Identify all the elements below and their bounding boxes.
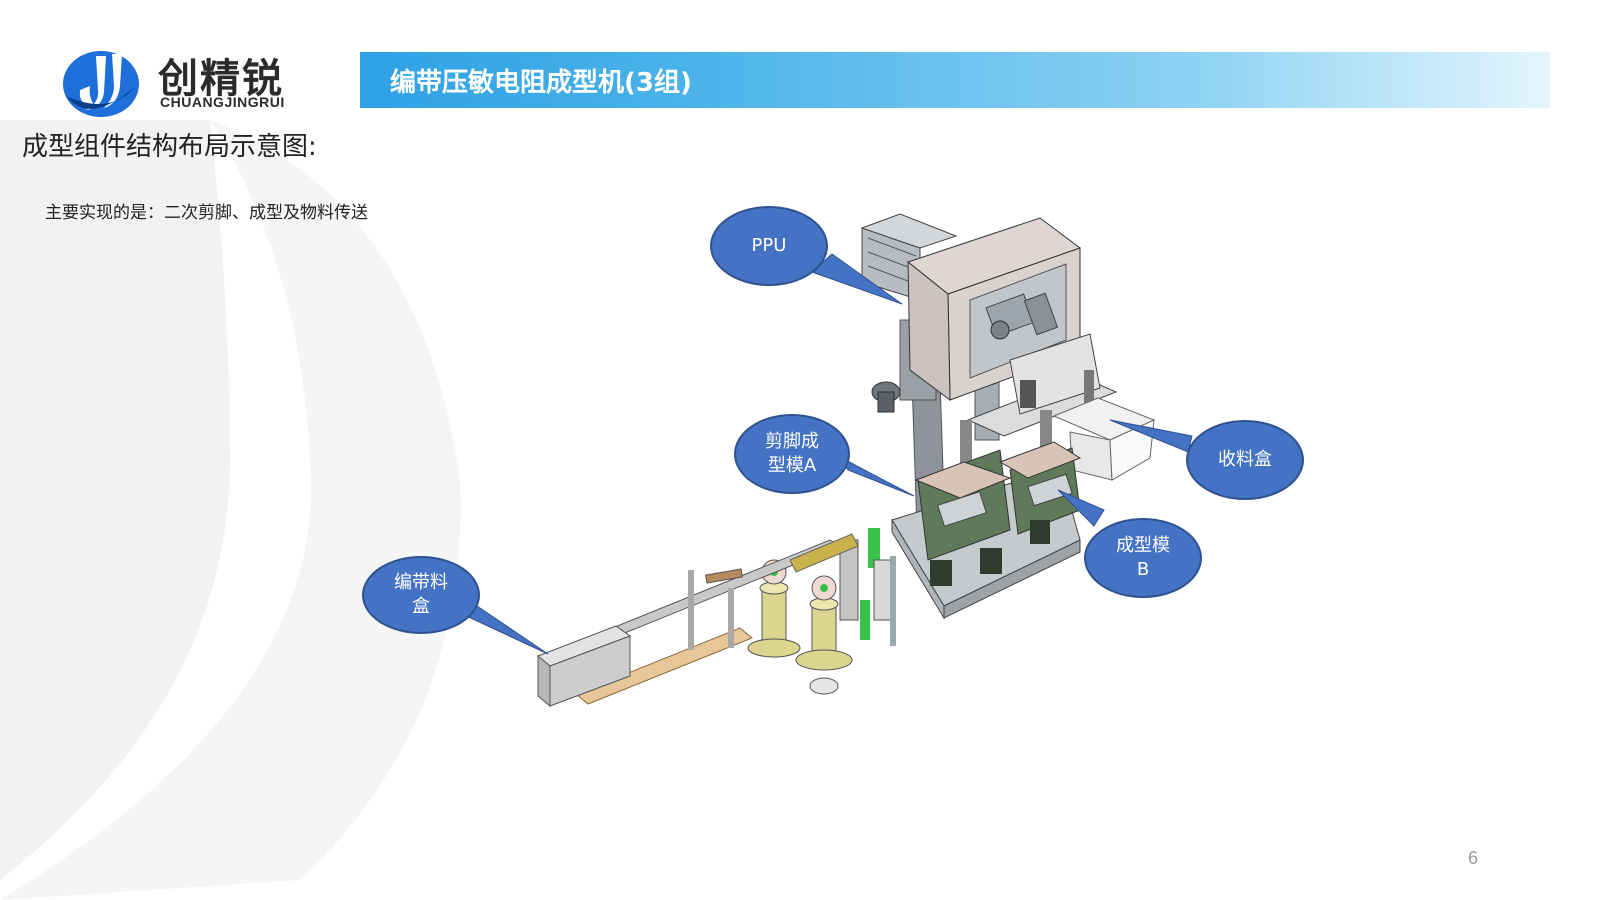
page-title: 编带压敏电阻成型机(3组) [390,68,692,98]
callout-pointers [461,253,1193,655]
logo-mark-icon [63,51,139,117]
collect-box [1052,397,1156,481]
tape-box [537,625,632,708]
side-sensor [871,381,901,413]
callout-ppu: PPU [710,206,828,286]
callout-collect-box: 收料盒 [1186,420,1304,500]
ppu-motor [860,213,958,301]
company-logo: 创精锐 CHUANGJINGRUI [60,46,340,118]
title-bar: 编带压敏电阻成型机(3组) [360,52,1550,108]
section-heading: 成型组件结构布局示意图: [22,132,317,162]
callout-cutting-die-a: 剪脚成型模A [734,414,850,494]
logo-chinese-name: 创精锐 [158,56,284,102]
page-number: 6 [1468,848,1479,868]
upper-frame [960,333,1118,470]
callout-forming-die-b: 成型模B [1084,518,1202,598]
description-text: 主要实现的是：二次剪脚、成型及物料传送 [45,203,368,223]
callout-tape-box: 编带料盒 [362,556,480,634]
forming-dies [914,441,1082,586]
logo-english-name: CHUANGJINGRUI [160,94,285,110]
